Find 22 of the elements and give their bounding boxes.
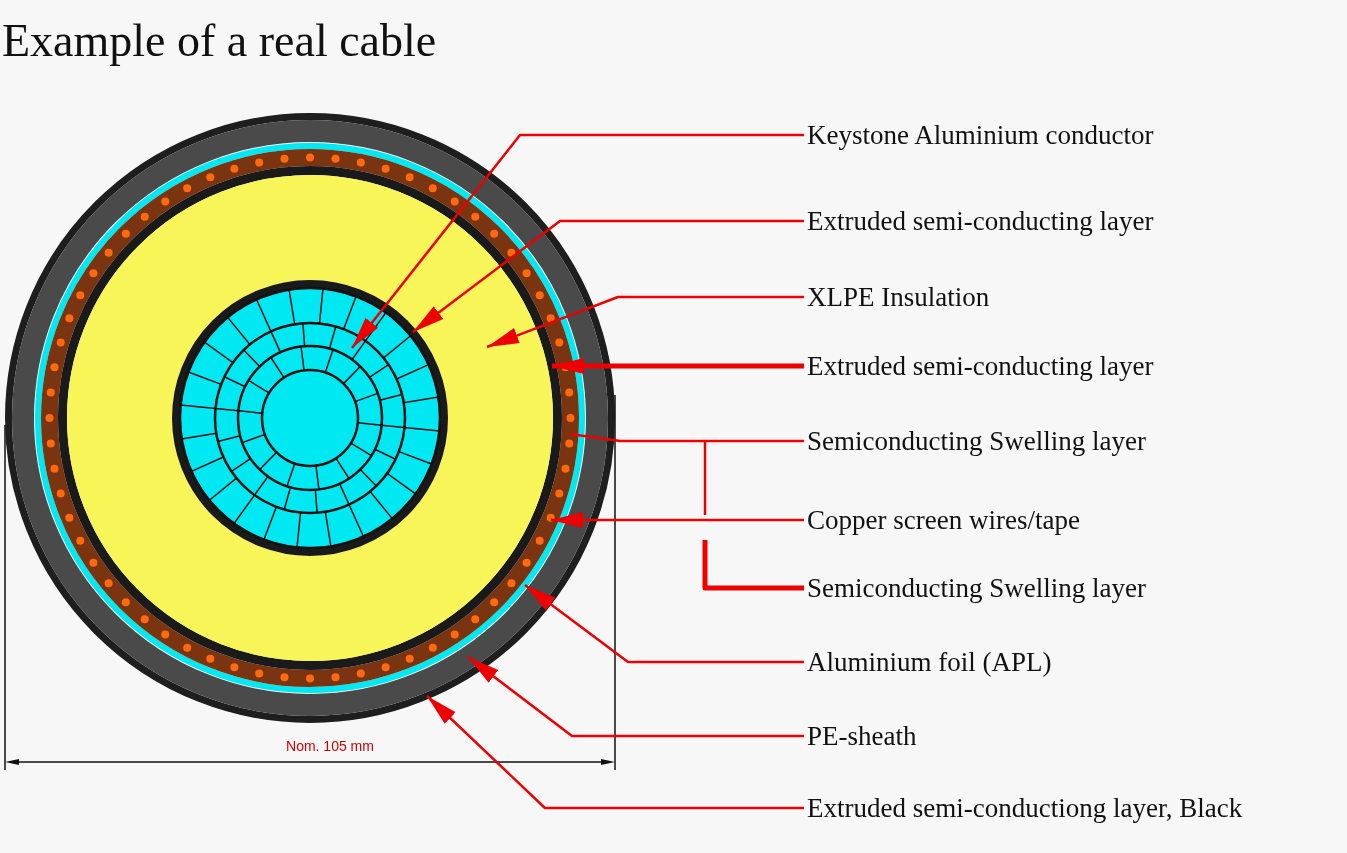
layer-label: Copper screen wires/tape (807, 504, 1080, 536)
title: Example of a real cable (2, 14, 437, 68)
leader-line (467, 656, 804, 738)
layer-label: XLPE Insulation (807, 281, 990, 313)
leader-line (426, 695, 804, 810)
leader-line (702, 540, 804, 591)
leader-line (412, 219, 804, 333)
leader-line (552, 358, 804, 374)
layer-label: Semiconducting Swelling layer (807, 572, 1146, 604)
leader-line (524, 584, 804, 664)
leader-line (569, 432, 804, 515)
dimension-label: Nom. 105 mm (285, 738, 375, 754)
layer-label: Extruded semi-conductiong layer, Black (807, 792, 1243, 824)
layer-label: PE-sheath (807, 720, 917, 752)
layer-label: Extruded semi-conducting layer (807, 205, 1154, 237)
leader-line (486, 295, 804, 349)
layer-label: Keystone Aluminium conductor (807, 119, 1154, 151)
leader-line (351, 133, 804, 349)
layer-label: Semiconducting Swelling layer (807, 425, 1146, 457)
layer-label: Aluminium foil (APL) (807, 646, 1052, 678)
leader-line (551, 512, 804, 528)
layer-label: Extruded semi-conducting layer (807, 350, 1154, 382)
